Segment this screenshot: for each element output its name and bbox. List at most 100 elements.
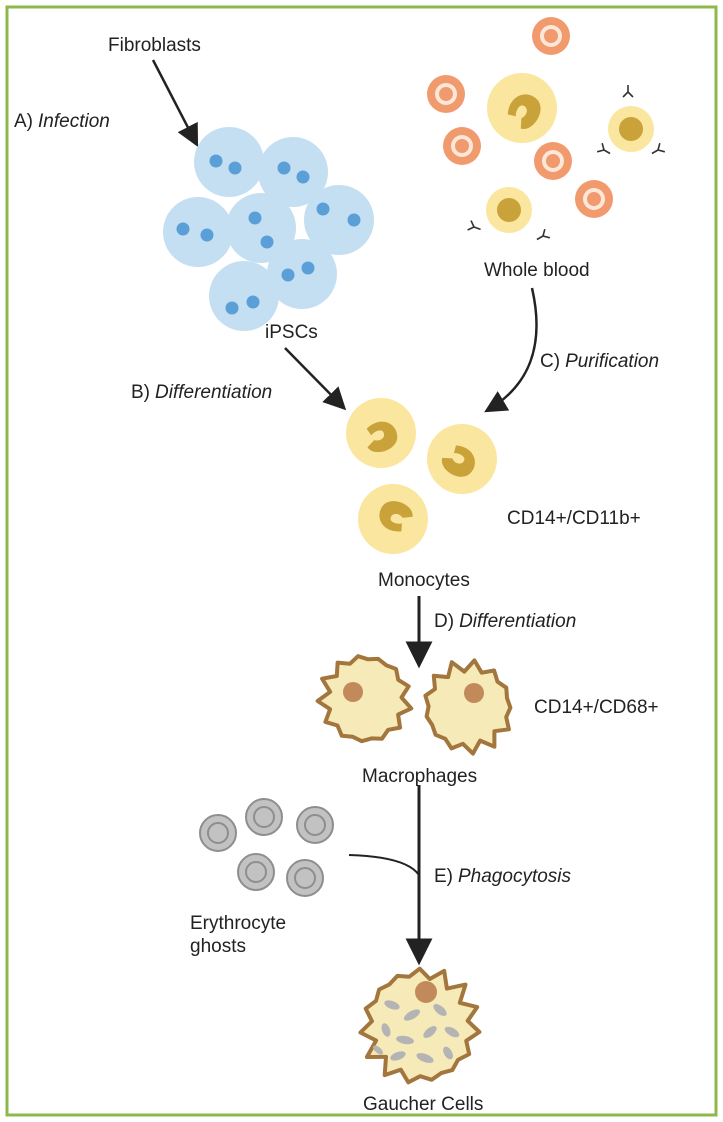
blood-monocyte <box>487 73 557 143</box>
antibody-stroke <box>622 85 634 98</box>
macrophage-body <box>423 658 513 756</box>
gaucher-vacuole <box>403 1009 421 1021</box>
rbc-center <box>544 29 558 43</box>
rbc-center <box>439 87 453 101</box>
red-blood-cell <box>575 180 613 218</box>
labels: Fibroblasts iPSCs Whole blood Monocytes … <box>108 35 659 1115</box>
step-d-name: Differentiation <box>459 611 576 632</box>
ipsc-nucleus <box>296 170 310 184</box>
ipsc-cell-body <box>226 193 296 263</box>
arrow-ghosts-join <box>348 854 420 876</box>
ipsc-cell-body <box>163 197 233 267</box>
ipsc-nucleus <box>277 161 291 175</box>
label-ipscs: iPSCs <box>265 322 318 343</box>
ghost-outer <box>296 806 334 844</box>
red-blood-cell <box>532 17 570 55</box>
step-b: B)Differentiation <box>131 382 272 403</box>
label-macrophages: Macrophages <box>362 766 477 787</box>
ipsc-cell-body <box>258 137 328 207</box>
step-c: C)Purification <box>540 351 659 372</box>
lymphocyte-nucleus <box>497 198 521 222</box>
step-labels: A)Infection B)Differentiation C)Purifica… <box>14 111 659 887</box>
label-macrophage-markers: CD14+/CD68+ <box>534 697 659 718</box>
step-d: D)Differentiation <box>434 611 576 632</box>
ghost-outer <box>199 814 237 852</box>
antibody-stroke <box>651 142 666 155</box>
arrow-purification <box>484 287 538 413</box>
monocyte-body <box>346 398 416 468</box>
red-blood-cell <box>427 75 465 113</box>
erythrocyte-ghost <box>237 853 275 891</box>
frame-border <box>5 5 718 1117</box>
ghost-outer <box>237 853 275 891</box>
step-a-letter: A) <box>14 111 33 132</box>
antibody-marker <box>467 220 481 231</box>
arrows <box>151 59 538 966</box>
antibody-stroke <box>596 142 611 155</box>
macrophage-body <box>315 654 414 744</box>
gaucher-cell-nucleus <box>415 981 437 1003</box>
ipsc-nucleus <box>200 228 214 242</box>
step-d-letter: D) <box>434 611 454 632</box>
lymphocyte <box>467 187 551 241</box>
cells-layer <box>163 17 666 1085</box>
monocyte-nucleus <box>507 94 541 129</box>
blood-monocyte-body <box>487 73 557 143</box>
ipsc-cell <box>209 261 279 331</box>
step-a-name: Infection <box>38 111 110 132</box>
red-blood-cell <box>534 142 572 180</box>
antibody-marker <box>536 228 551 241</box>
gaucher-vacuole <box>373 1045 383 1055</box>
ipsc-cell <box>226 193 296 263</box>
antibody-stroke <box>536 228 551 241</box>
ghost-ring <box>245 861 267 883</box>
step-e-letter: E) <box>434 866 453 887</box>
ipsc-nucleus <box>301 261 315 275</box>
erythrocyte-ghost <box>199 814 237 852</box>
monocyte-nucleus <box>379 501 413 532</box>
step-c-letter: C) <box>540 351 560 372</box>
ipsc-cell-body <box>304 185 374 255</box>
ghost-outer <box>245 798 283 836</box>
arrow-ipsc-differentiation <box>284 347 347 411</box>
macrophage-nucleus <box>343 682 363 702</box>
label-whole-blood: Whole blood <box>484 260 590 281</box>
ipsc-nucleus <box>260 235 274 249</box>
step-e-name: Phagocytosis <box>458 866 572 887</box>
monocyte <box>346 398 416 468</box>
ipsc-cell-body <box>194 127 264 197</box>
ipsc-nucleus <box>246 295 260 309</box>
ipsc-nucleus <box>225 301 239 315</box>
ipsc-nucleus <box>316 202 330 216</box>
antibody-marker <box>651 142 666 155</box>
gaucher-vacuole <box>384 1000 400 1010</box>
monocyte-nucleus <box>366 421 398 453</box>
step-b-name: Differentiation <box>155 382 272 403</box>
ipsc-cell <box>304 185 374 255</box>
ghost-ring <box>253 806 275 828</box>
gaucher-vacuole <box>433 1004 447 1016</box>
label-erythrocyte-ghosts-line2: ghosts <box>190 936 246 957</box>
ghost-ring <box>304 814 326 836</box>
antibody-marker <box>596 142 611 155</box>
ghost-ring <box>207 822 229 844</box>
gaucher-vacuole <box>390 1051 406 1061</box>
ipsc-nucleus <box>209 154 223 168</box>
gaucher-vacuole <box>423 1026 437 1038</box>
ipsc-nucleus <box>248 211 262 225</box>
rbc-center <box>546 154 560 168</box>
ghost-outer <box>286 859 324 897</box>
lymphocyte-nucleus <box>619 117 643 141</box>
label-fibroblasts: Fibroblasts <box>108 35 201 56</box>
gaucher-vacuole <box>443 1046 453 1060</box>
monocyte-body <box>358 484 428 554</box>
step-e: E)Phagocytosis <box>434 866 572 887</box>
antibody-stroke <box>467 220 481 231</box>
step-b-letter: B) <box>131 382 150 403</box>
ipsc-nucleus <box>176 222 190 236</box>
antibody-marker <box>622 85 634 98</box>
macrophage-nucleus <box>464 683 484 703</box>
label-monocyte-markers: CD14+/CD11b+ <box>507 508 641 529</box>
label-monocytes: Monocytes <box>378 570 470 591</box>
